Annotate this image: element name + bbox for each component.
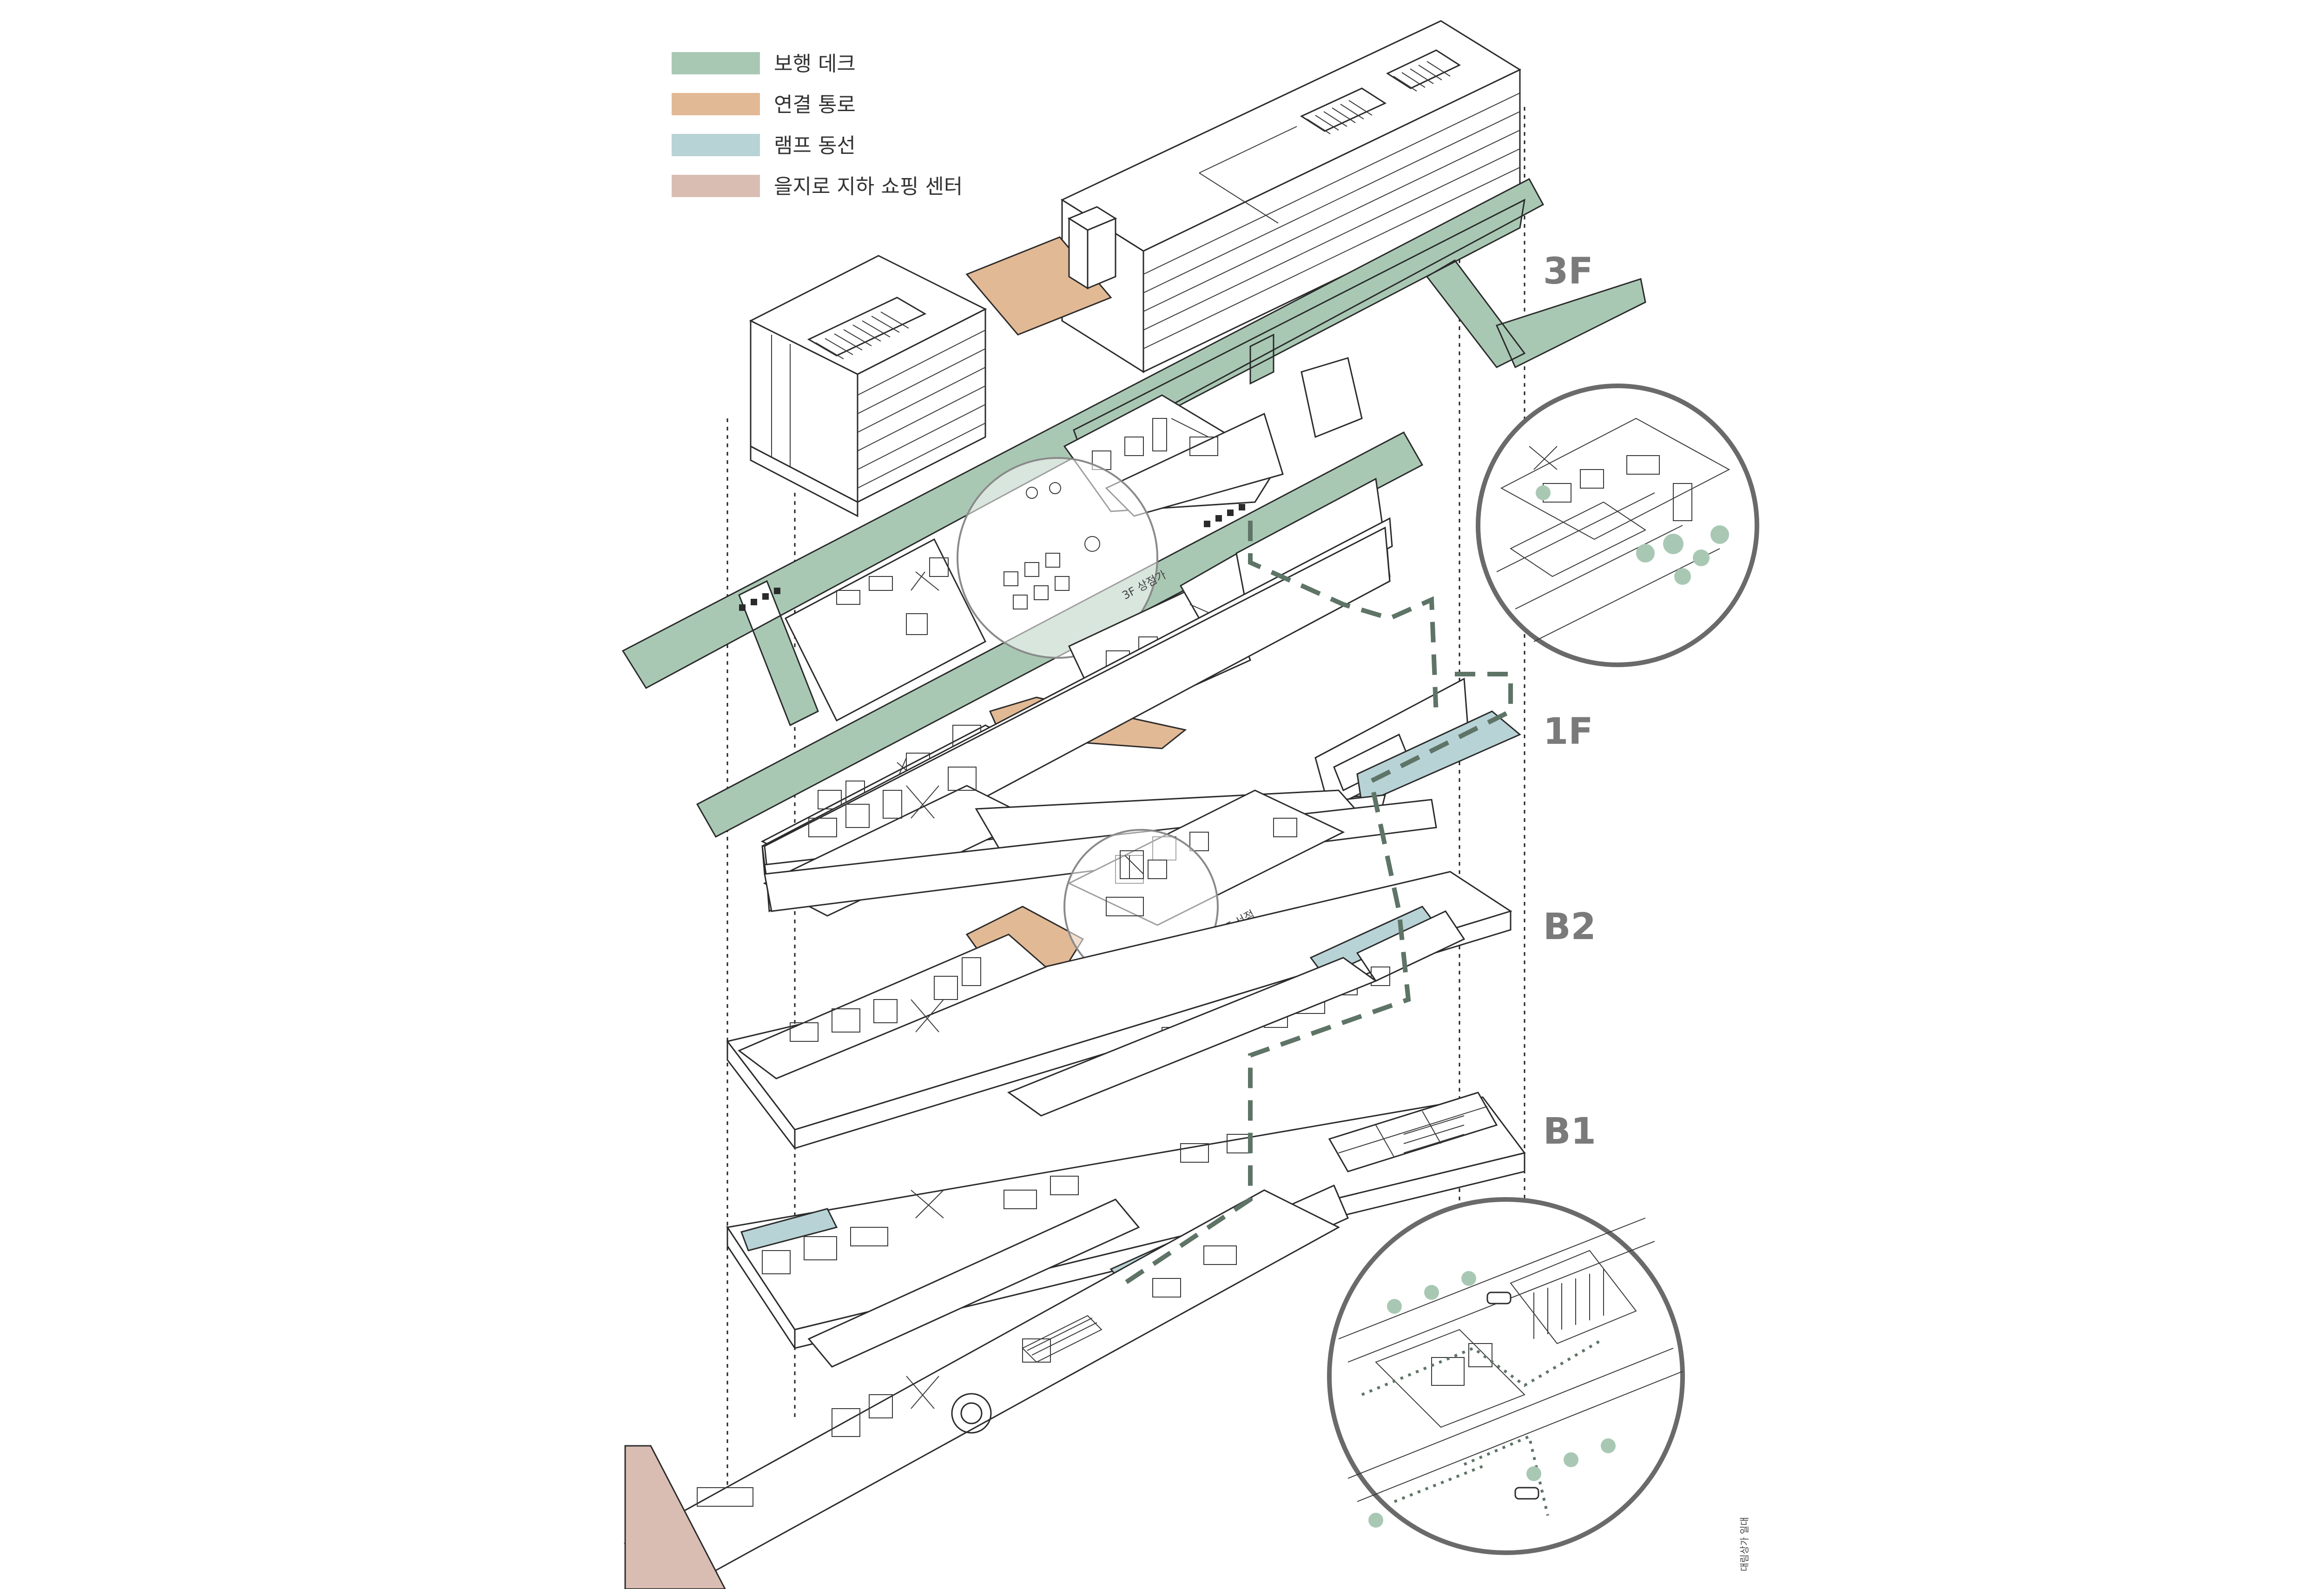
legend-swatch-mall <box>672 175 760 197</box>
roof-vent <box>1300 87 1387 134</box>
detail-circle-street-plan <box>1327 1197 1685 1555</box>
ramp-route-dashed <box>1123 672 1513 1285</box>
roof-vent <box>807 297 927 359</box>
deck-3f <box>621 178 1646 838</box>
trees <box>1536 485 1729 585</box>
roundabout <box>951 1393 992 1434</box>
trees <box>1368 1271 1616 1528</box>
parking-bays <box>1328 1092 1498 1172</box>
legend: 보행 데크 연결 통로 램프 동선 을지로 지하 쇼핑 센터 <box>672 52 963 199</box>
drawing-credit: 대림상가 일대 <box>1739 1517 1750 1571</box>
ramp-b1 <box>740 1208 838 1251</box>
pedestrian-deck-3f <box>621 178 1646 838</box>
arcade-3f-lens: 3F 상점가 <box>957 457 1169 659</box>
ramp-1f <box>1356 710 1521 806</box>
floor-label-b2: B2 <box>1543 906 1596 948</box>
legend-label-bridge: 연결 통로 <box>774 93 856 117</box>
euljiro-mall-wall <box>624 1445 726 1589</box>
legend-label-ramp: 램프 동선 <box>774 134 856 158</box>
building-top <box>749 20 1522 517</box>
level-lowest <box>623 1189 1340 1589</box>
level-b2 <box>726 871 1512 1151</box>
detail-circle-3f-plaza <box>1476 384 1759 667</box>
escalator <box>1022 1315 1103 1363</box>
deck-planter-row <box>739 504 1245 611</box>
legend-swatch-bridge <box>672 93 760 115</box>
floor-label-1f: 1F <box>1543 711 1593 753</box>
legend-label-mall: 을지로 지하 쇼핑 센터 <box>774 175 963 199</box>
legend-swatch-ramp <box>672 134 760 156</box>
car-icon <box>1486 1291 1539 1500</box>
roof-vent <box>1386 49 1461 92</box>
ramp-route-dashed-upper <box>1248 521 1439 716</box>
floor-label-3f: 3F <box>1543 251 1593 292</box>
floor-label-b1: B1 <box>1543 1111 1596 1152</box>
legend-label-deck: 보행 데크 <box>774 52 856 76</box>
legend-swatch-deck <box>672 52 760 74</box>
dotted-paths <box>1361 1337 1604 1516</box>
